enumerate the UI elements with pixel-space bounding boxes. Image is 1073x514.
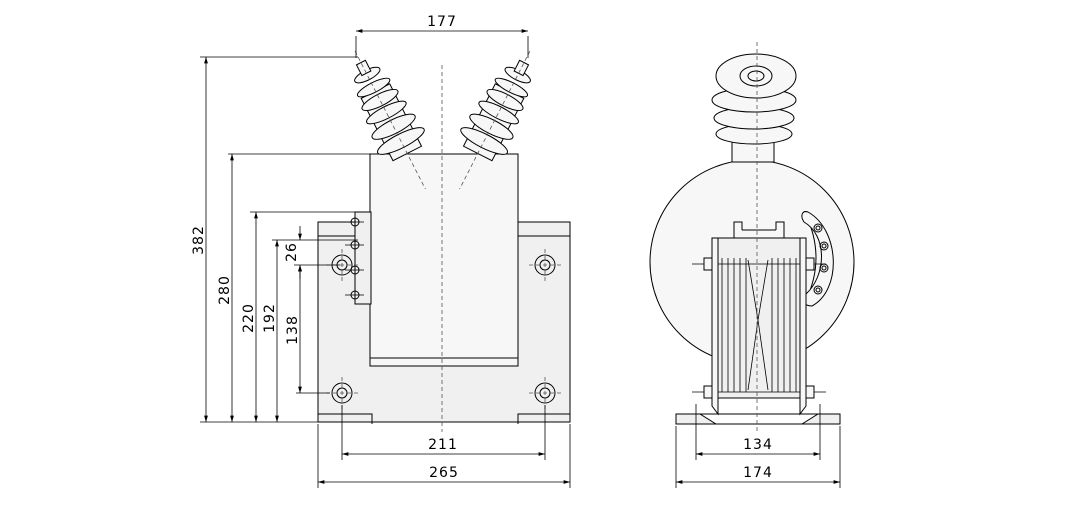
- dim-220-label: 220: [241, 303, 257, 333]
- side-view: 134 174: [649, 42, 855, 488]
- dim-26: 26: [284, 226, 302, 279]
- dim-134-label: 134: [743, 437, 773, 453]
- dim-220: 220: [241, 212, 258, 422]
- front-view: 177 382 280 220 192 26: [191, 14, 571, 488]
- dim-138: 138: [285, 265, 302, 393]
- core-body-front: [369, 153, 519, 367]
- dim-280-label: 280: [217, 275, 233, 305]
- base-plate-side: [675, 413, 841, 425]
- dim-265-label: 265: [429, 465, 459, 481]
- terminal-screws: [345, 217, 364, 300]
- dim-base-width-side: 174: [676, 465, 840, 484]
- dim-bolt-spacing-front: 211: [342, 437, 545, 456]
- dim-382-label: 382: [191, 225, 207, 255]
- dim-top-spacing: 177: [355, 14, 529, 58]
- dim-211-label: 211: [428, 437, 458, 453]
- mounting-holes-front: [326, 249, 561, 409]
- lamination-lines: [721, 258, 797, 392]
- secondary-terminal-block: [354, 211, 372, 305]
- dim-177-label: 177: [427, 14, 457, 30]
- dim-26-label: 26: [284, 242, 300, 262]
- bushing-side: [711, 53, 797, 145]
- bushing-right: [459, 50, 531, 190]
- core-stack-side: [711, 237, 807, 399]
- dim-192-label: 192: [262, 303, 278, 333]
- dim-138-label: 138: [285, 315, 301, 345]
- bushing-left: [354, 50, 426, 190]
- dim-overall-height: 382: [191, 57, 208, 422]
- dim-bolt-spacing-side: 134: [696, 437, 820, 456]
- dim-192: 192: [262, 240, 279, 422]
- dim-body-height: 280: [217, 154, 234, 422]
- dim-base-width-front: 265: [318, 465, 570, 484]
- dim-174-label: 174: [743, 465, 773, 481]
